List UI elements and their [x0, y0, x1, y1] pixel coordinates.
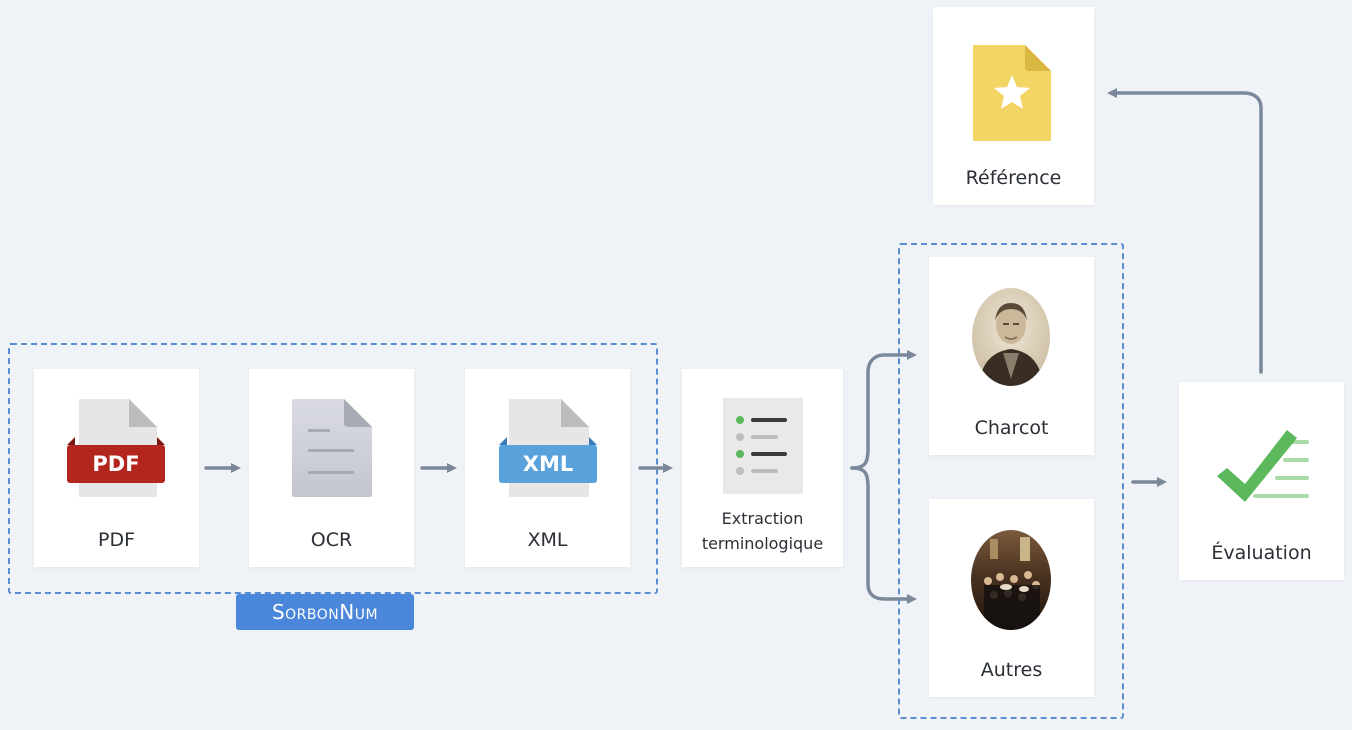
- ocr-label: OCR: [310, 529, 353, 551]
- ocr-card: OCR: [249, 369, 414, 567]
- reference-card: Référence: [933, 7, 1094, 205]
- autres-card: Autres: [929, 499, 1094, 697]
- reference-label: Référence: [965, 167, 1062, 189]
- extraction-label-line2: terminologique: [701, 534, 824, 553]
- extraction-label-line1: Extraction: [721, 509, 804, 528]
- extraction-card: Extraction terminologique: [682, 369, 843, 567]
- xml-badge-text: XML: [522, 452, 574, 476]
- group-painting: [971, 530, 1051, 630]
- corpus-group: [898, 243, 1124, 719]
- brace-split: [850, 350, 917, 470]
- charcot-label: Charcot: [974, 417, 1049, 439]
- brace-split-lower: [850, 466, 917, 604]
- xml-card: XML XML: [465, 369, 630, 567]
- xml-label: XML: [527, 529, 568, 551]
- portrait-photo: [972, 288, 1050, 386]
- autres-label: Autres: [980, 659, 1043, 681]
- pdf-card: PDF PDF: [34, 369, 199, 567]
- evaluation-card: Évaluation: [1179, 382, 1344, 580]
- checkmark-list-icon: [1217, 430, 1309, 502]
- star-document-icon: [973, 45, 1051, 141]
- list-icon: [723, 398, 803, 494]
- sorbonnum-badge: SorbonNum: [236, 594, 414, 630]
- xml-file-icon: [499, 399, 597, 497]
- document-icon: [292, 399, 372, 497]
- pdf-file-icon: [67, 399, 165, 497]
- pdf-label: PDF: [97, 529, 136, 551]
- evaluation-label: Évaluation: [1211, 542, 1312, 564]
- charcot-card: Charcot: [929, 257, 1094, 455]
- arrow-evaluation-reference: [1107, 88, 1263, 374]
- pdf-badge-text: PDF: [92, 452, 140, 476]
